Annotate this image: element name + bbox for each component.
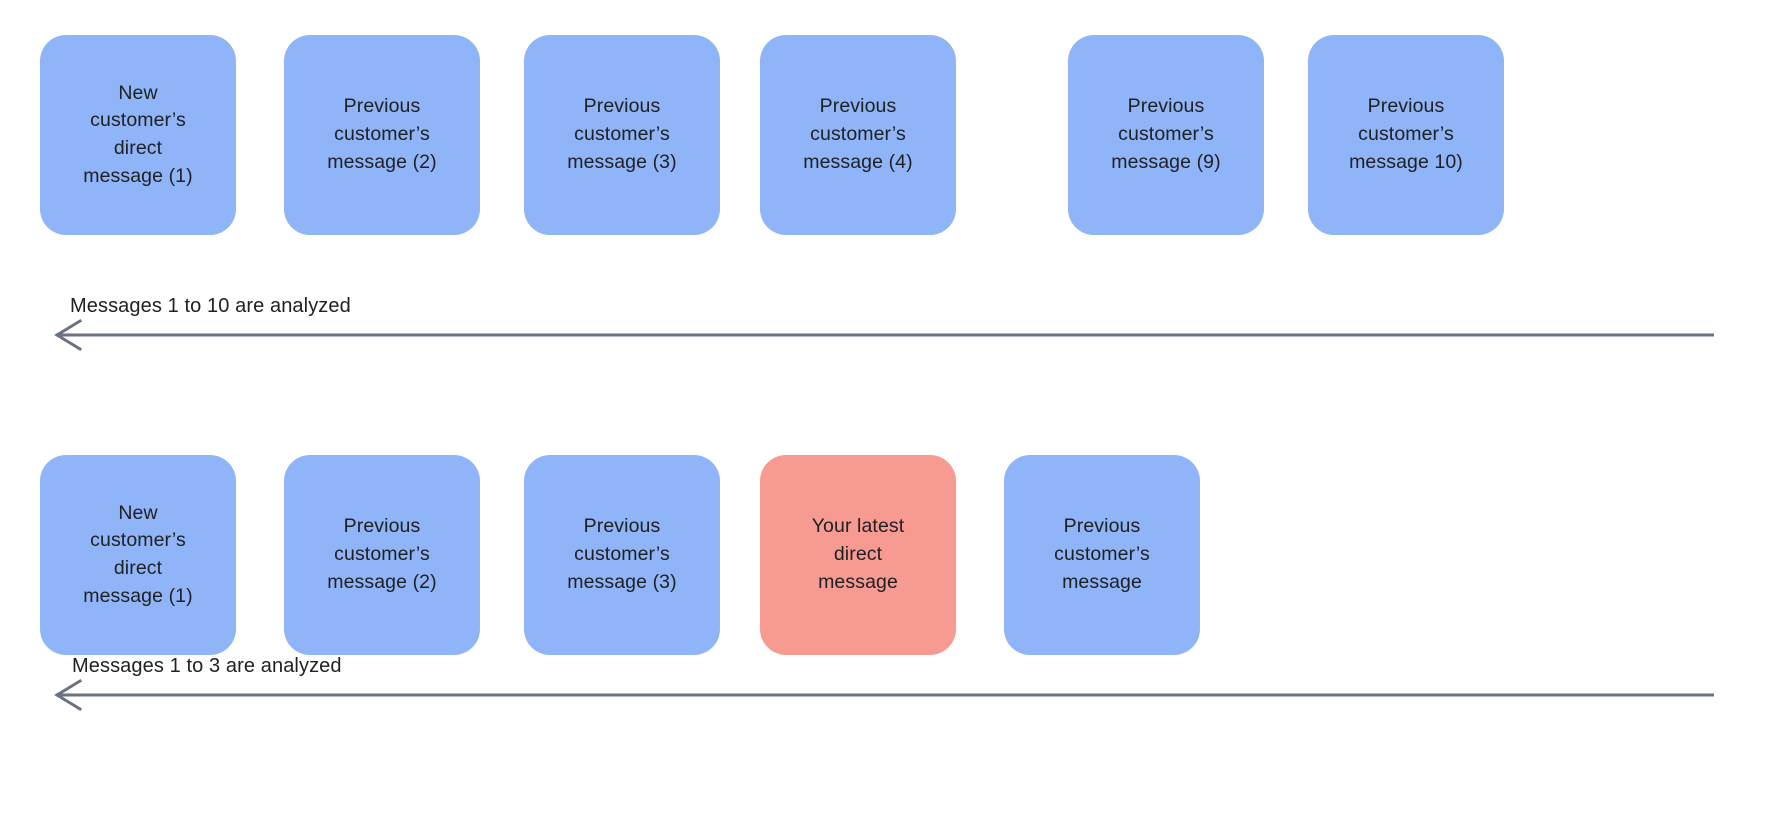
message-card: Previous customer’s message (3) <box>524 35 720 235</box>
message-card: Previous customer’s message (3) <box>524 455 720 655</box>
message-card-label: Previous customer’s message (3) <box>567 95 677 173</box>
message-card-label: Previous customer’s message (4) <box>803 95 913 173</box>
message-card-label: Previous customer’s message (9) <box>1111 95 1221 173</box>
message-card: Previous customer’s message <box>1004 455 1200 655</box>
message-card: Previous customer’s message (2) <box>284 455 480 655</box>
message-card: Previous customer’s message 10) <box>1308 35 1504 235</box>
analysis-range-arrow <box>54 318 1714 352</box>
message-card: New customer’s direct message (1) <box>40 35 236 235</box>
message-card-label: Your latest direct message <box>811 515 905 593</box>
message-card-label: Previous customer’s message (2) <box>327 515 437 593</box>
message-card-label: New customer’s direct message (1) <box>83 501 193 607</box>
analysis-caption: Messages 1 to 3 are analyzed <box>72 655 342 677</box>
message-card: Previous customer’s message (9) <box>1068 35 1264 235</box>
message-card: Previous customer’s message (4) <box>760 35 956 235</box>
message-card-label: New customer’s direct message (1) <box>83 81 193 187</box>
message-card-label: Previous customer’s message (3) <box>567 515 677 593</box>
analysis-range-arrow <box>54 678 1714 712</box>
message-card: Previous customer’s message (2) <box>284 35 480 235</box>
message-card-highlighted: Your latest direct message <box>760 455 956 655</box>
analysis-caption: Messages 1 to 10 are analyzed <box>70 295 351 317</box>
message-card-label: Previous customer’s message (2) <box>327 95 437 173</box>
message-card-label: Previous customer’s message <box>1054 515 1150 593</box>
message-card-label: Previous customer’s message 10) <box>1349 95 1463 173</box>
message-card: New customer’s direct message (1) <box>40 455 236 655</box>
